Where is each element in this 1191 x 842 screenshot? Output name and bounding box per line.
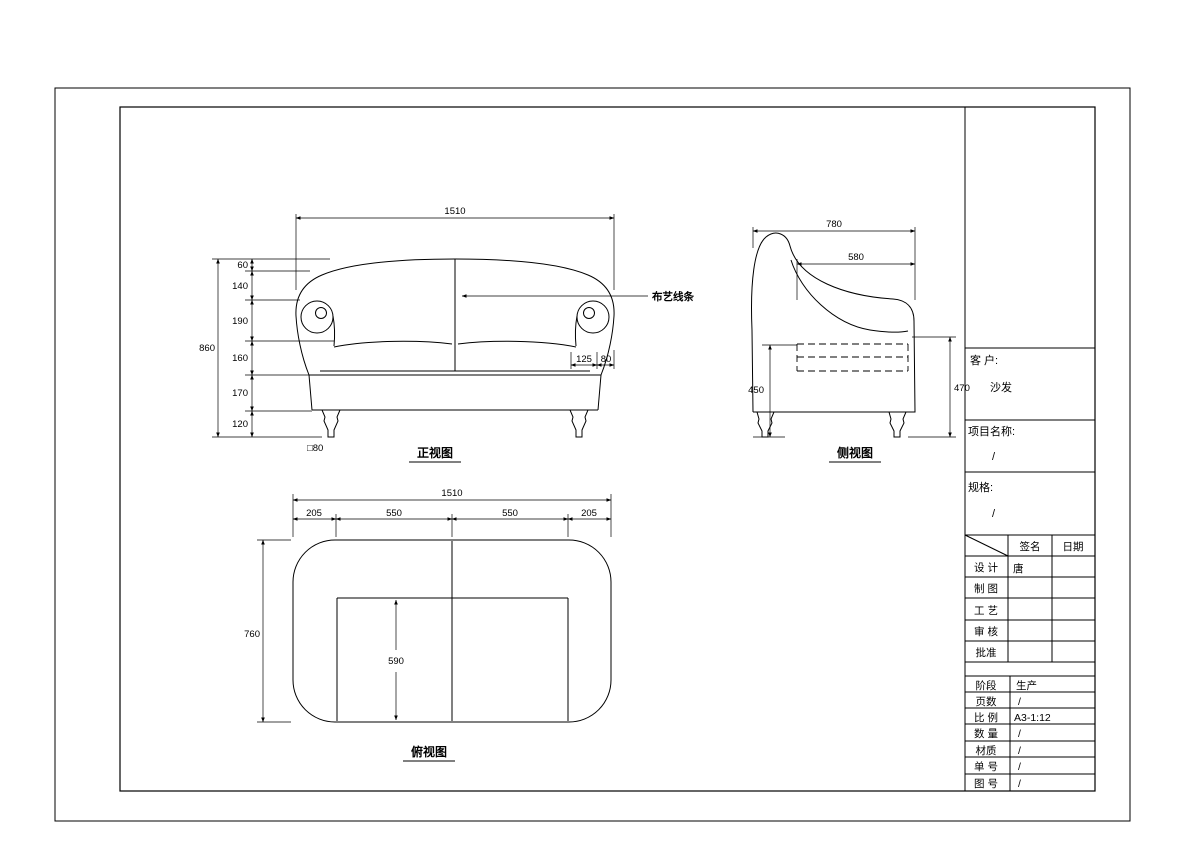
draft-label: 制 图 (974, 582, 998, 595)
design-signature: 唐 (1013, 562, 1024, 575)
front-view-drawing (295, 258, 615, 438)
dim-top-seat-depth: 590 (388, 656, 404, 667)
dim-top-seg4: 205 (581, 508, 597, 519)
dim-front-leg: □80 (307, 443, 323, 454)
side-view-dimensions: 780 580 450 470 侧视图 (748, 219, 970, 463)
order-label: 单 号 (974, 761, 998, 773)
right-cushion-top (457, 340, 577, 348)
stage-value: 生产 (1016, 679, 1037, 692)
front-right-leg (569, 409, 589, 438)
dim-top-seg1: 205 (306, 508, 322, 519)
dim-top-total-width: 1510 (441, 488, 462, 499)
design-label: 设 计 (974, 561, 998, 574)
inner-border (119, 106, 1096, 792)
spec-value: / (992, 508, 996, 520)
sign-header-diagonal (964, 534, 1009, 557)
qty-value: / (1018, 728, 1021, 740)
left-cushion-top (333, 340, 453, 348)
dim-side-inner-depth: 580 (848, 252, 864, 263)
top-view-caption: 俯视图 (411, 744, 447, 759)
date-header: 日期 (1063, 541, 1084, 553)
dim-front-h190: 190 (232, 316, 248, 327)
review-label: 审 核 (974, 625, 998, 638)
stage-label: 阶段 (976, 679, 997, 692)
base-rail (308, 374, 602, 411)
dim-front-h160: 160 (232, 353, 248, 364)
dim-top-seg2: 550 (386, 508, 402, 519)
scale-value: A3-1:12 (1014, 712, 1051, 724)
drawing-no-label: 图 号 (974, 778, 998, 790)
dim-front-h120: 120 (232, 419, 248, 430)
project-value: / (992, 451, 996, 463)
left-arm-scroll-inner (315, 307, 327, 319)
dim-top-seg3: 550 (502, 508, 518, 519)
dim-front-arm-80: 80 (601, 354, 612, 365)
front-view-dimensions: 1510 60 140 190 160 170 120 860 125 80 □… (199, 206, 694, 463)
side-back-inner-sweep (790, 259, 909, 333)
top-view-drawing (292, 539, 612, 723)
dim-side-depth: 780 (826, 219, 842, 230)
side-sofa-silhouette (751, 232, 916, 413)
side-view-caption: 侧视图 (837, 445, 873, 460)
fabric-line-annotation: 布艺线条 (652, 290, 694, 303)
sign-header: 签名 (1020, 540, 1041, 553)
material-value: / (1018, 745, 1021, 757)
top-sofa-outline (292, 539, 612, 723)
scale-label: 比 例 (974, 711, 998, 724)
title-block: 客 户: 沙发 项目名称: / 规格: / 签名 日期 设 计 唐 制 图 工 … (964, 107, 1095, 791)
qty-label: 数 量 (974, 727, 998, 740)
side-rear-leg (756, 411, 775, 438)
craft-label: 工 艺 (974, 605, 998, 617)
dim-front-h60: 60 (237, 260, 248, 271)
drawing-frame (54, 87, 1131, 822)
dim-side-seat-height: 450 (748, 385, 764, 396)
left-arm-inner-edge (332, 315, 336, 347)
dim-front-total-width: 1510 (444, 206, 465, 217)
side-view-drawing (751, 232, 916, 438)
material-label: 材质 (976, 744, 997, 757)
customer-value: 沙发 (990, 380, 1012, 394)
side-front-leg (888, 411, 907, 438)
drawing-no-value: / (1018, 778, 1021, 790)
approve-label: 批准 (976, 646, 997, 659)
outer-border (54, 87, 1131, 822)
right-arm-scroll-inner (583, 307, 595, 319)
front-view-caption: 正视图 (417, 445, 453, 460)
dim-front-h170: 170 (232, 388, 248, 399)
dim-front-h140: 140 (232, 281, 248, 292)
pages-label: 页数 (976, 695, 997, 708)
front-left-leg (321, 409, 341, 438)
customer-label: 客 户: (970, 353, 998, 367)
order-value: / (1018, 761, 1021, 773)
project-label: 项目名称: (968, 424, 1015, 438)
dim-side-arm-height: 470 (954, 383, 970, 394)
side-hidden-cushion-lines (796, 343, 909, 372)
spec-label: 规格: (968, 480, 993, 494)
dim-top-depth: 760 (244, 629, 260, 640)
pages-value: / (1018, 696, 1021, 708)
top-view-dimensions: 1510 205 550 550 205 760 590 俯视图 (244, 488, 612, 762)
right-arm-inner-edge (574, 315, 578, 347)
dim-front-overall-height: 860 (199, 343, 215, 354)
dim-front-arm-125: 125 (576, 354, 592, 365)
